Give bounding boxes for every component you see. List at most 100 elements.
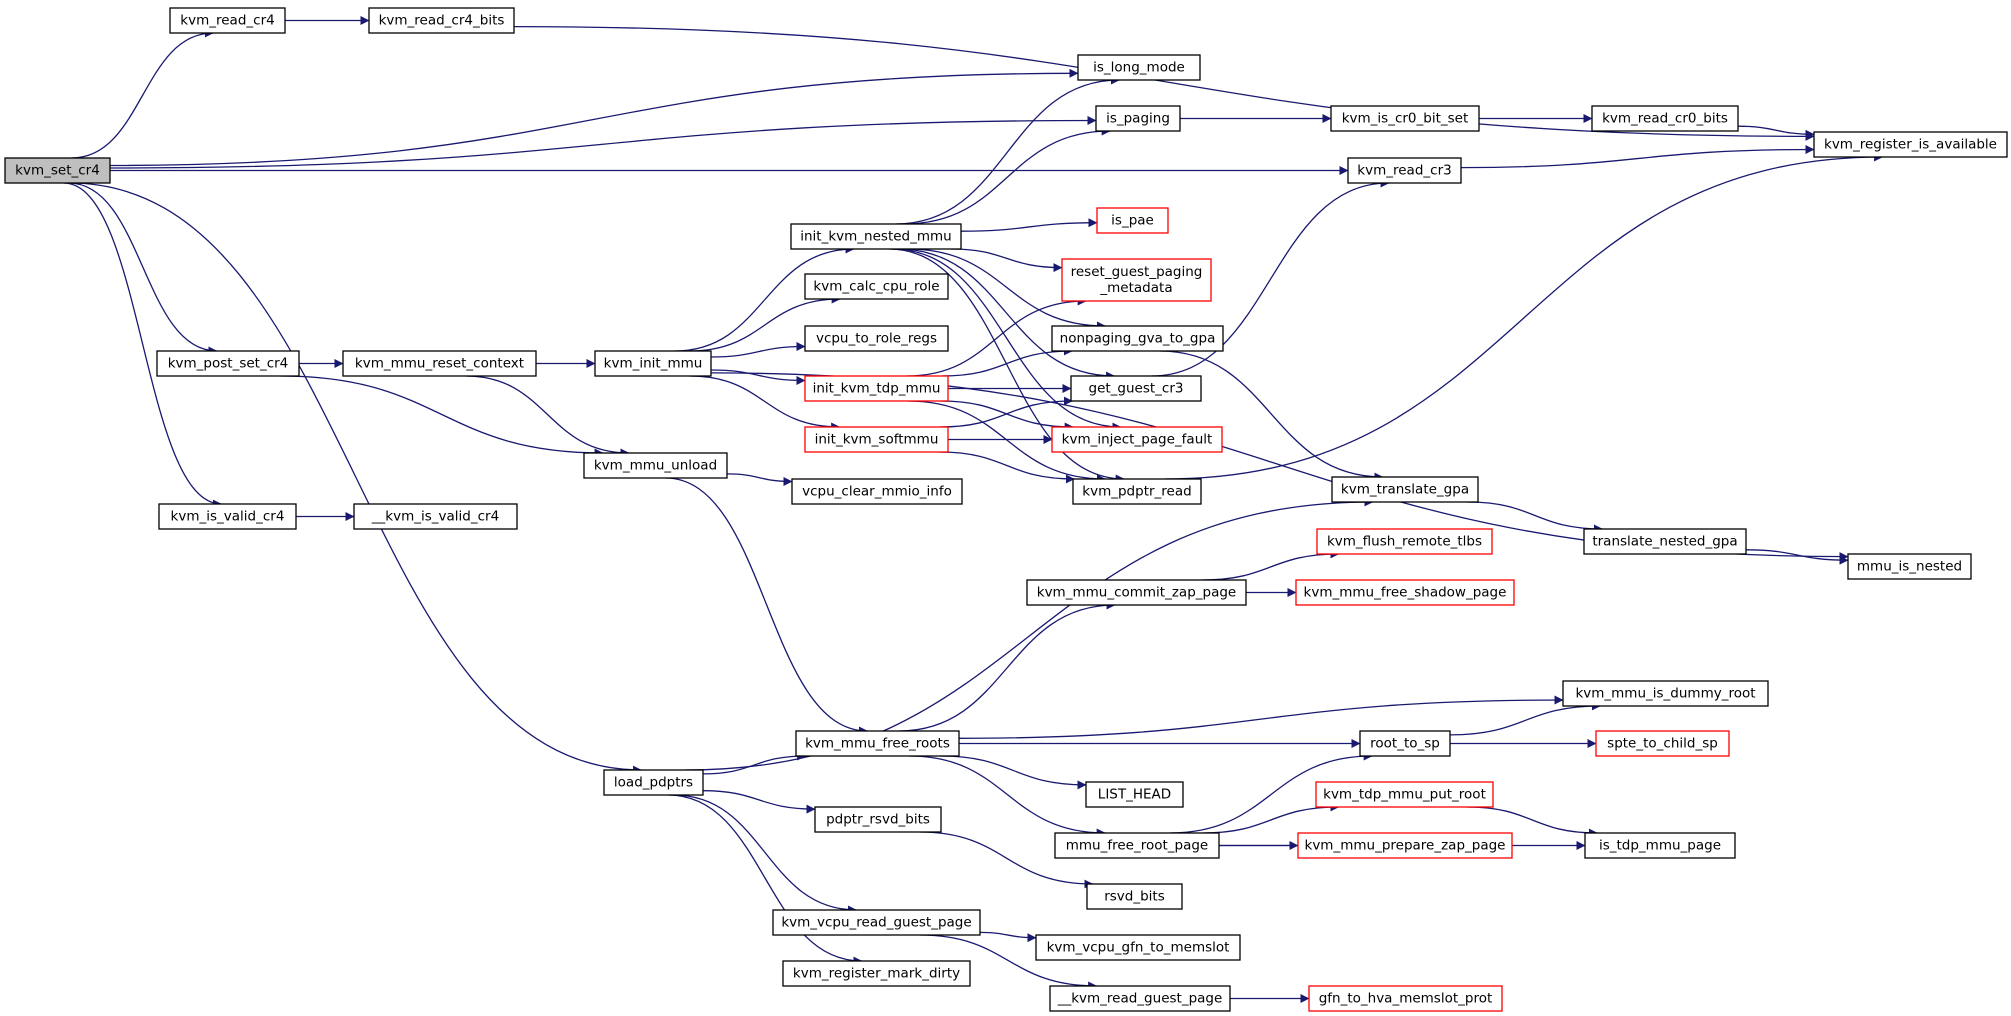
node-kvm_mmu_free_shadow_page[interactable]: kvm_mmu_free_shadow_page	[1295, 579, 1515, 606]
node-label-kvm_read_cr0_bits: kvm_read_cr0_bits	[1602, 111, 1728, 127]
node-box-kvm_flush_remote_tlbs	[1316, 528, 1493, 555]
node-LIST_HEAD[interactable]: LIST_HEAD	[1085, 781, 1184, 808]
node-box-kvm_read_cr4	[169, 7, 286, 34]
node-label-kvm_mmu_free_shadow_page: kvm_mmu_free_shadow_page	[1304, 585, 1507, 601]
node-root_to_sp[interactable]: root_to_sp	[1359, 730, 1451, 757]
node-kvm_tdp_mmu_put_root[interactable]: kvm_tdp_mmu_put_root	[1315, 781, 1494, 808]
node-vcpu_clear_mmio_info[interactable]: vcpu_clear_mmio_info	[791, 478, 963, 505]
node-is_paging[interactable]: is_paging	[1095, 105, 1181, 132]
node-box-kvm_pdptr_read	[1072, 478, 1202, 505]
node-kvm_inject_page_fault[interactable]: kvm_inject_page_fault	[1051, 426, 1223, 453]
node-gfn_to_hva_memslot_prot[interactable]: gfn_to_hva_memslot_prot	[1308, 985, 1503, 1012]
edge-kvm_set_cr4-to-kvm_read_cr4	[71, 28, 214, 159]
node-pdptr_rsvd_bits[interactable]: pdptr_rsvd_bits	[814, 806, 942, 833]
node-kvm_read_cr3[interactable]: kvm_read_cr3	[1347, 157, 1462, 184]
edge-kvm_set_cr4-to-is_paging	[109, 116, 1097, 169]
node-box-kvm_mmu_reset_context	[342, 350, 537, 377]
node-box-kvm_register_mark_dirty	[782, 960, 971, 987]
node-mmu_is_nested[interactable]: mmu_is_nested	[1847, 553, 1972, 580]
node-init_kvm_tdp_mmu[interactable]: init_kvm_tdp_mmu	[804, 375, 949, 402]
node-kvm_mmu_free_roots[interactable]: kvm_mmu_free_roots	[795, 730, 960, 757]
node-kvm_register_is_available[interactable]: kvm_register_is_available	[1813, 131, 2008, 158]
node-box-kvm_is_cr0_bit_set	[1330, 105, 1480, 132]
node-box-kvm_mmu_free_shadow_page	[1295, 579, 1515, 606]
edge-kvm_mmu_free_roots-to-LIST_HEAD	[940, 755, 1087, 790]
node-kvm_set_cr4[interactable]: kvm_set_cr4	[4, 157, 111, 184]
node-label-spte_to_child_sp: spte_to_child_sp	[1607, 736, 1718, 752]
node-__kvm_read_guest_page[interactable]: __kvm_read_guest_page	[1049, 985, 1231, 1012]
node-kvm_is_valid_cr4[interactable]: kvm_is_valid_cr4	[158, 503, 297, 530]
node-get_guest_cr3[interactable]: get_guest_cr3	[1070, 375, 1202, 402]
node-kvm_mmu_reset_context[interactable]: kvm_mmu_reset_context	[342, 350, 537, 377]
node-nonpaging_gva_to_gpa[interactable]: nonpaging_gva_to_gpa	[1051, 325, 1224, 352]
edge-load_pdptrs-to-kvm_translate_gpa	[685, 497, 1374, 771]
node-spte_to_child_sp[interactable]: spte_to_child_sp	[1595, 730, 1730, 757]
node-box-kvm_mmu_prepare_zap_page	[1297, 832, 1513, 859]
edge-init_kvm_nested_mmu-to-nonpaging_gva_to_gpa	[907, 248, 1106, 331]
node-kvm_mmu_commit_zap_page[interactable]: kvm_mmu_commit_zap_page	[1026, 579, 1247, 606]
node-box-kvm_tdp_mmu_put_root	[1315, 781, 1494, 808]
edge-kvm_init_mmu-to-init_kvm_tdp_mmu	[710, 369, 806, 385]
node-label-is_paging: is_paging	[1106, 111, 1170, 127]
edge-kvm_set_cr4-to-kvm_post_set_cr4	[68, 182, 218, 356]
node-kvm_vcpu_gfn_to_memslot[interactable]: kvm_vcpu_gfn_to_memslot	[1035, 934, 1241, 961]
node-box-kvm_register_is_available	[1813, 131, 2008, 158]
node-label-LIST_HEAD: LIST_HEAD	[1098, 787, 1171, 803]
node-box-kvm_read_cr4_bits	[368, 7, 515, 34]
node-mmu_free_root_page[interactable]: mmu_free_root_page	[1054, 832, 1220, 859]
node-label-kvm_translate_gpa: kvm_translate_gpa	[1341, 482, 1469, 498]
node-kvm_pdptr_read[interactable]: kvm_pdptr_read	[1072, 478, 1202, 505]
node-box-kvm_mmu_free_roots	[795, 730, 960, 757]
node-kvm_post_set_cr4[interactable]: kvm_post_set_cr4	[156, 350, 300, 377]
node-kvm_init_mmu[interactable]: kvm_init_mmu	[594, 350, 712, 377]
node-box-kvm_translate_gpa	[1331, 476, 1479, 503]
node-kvm_read_cr0_bits[interactable]: kvm_read_cr0_bits	[1591, 105, 1739, 132]
node-init_kvm_softmmu[interactable]: init_kvm_softmmu	[804, 426, 949, 453]
node-box-spte_to_child_sp	[1595, 730, 1730, 757]
node-is_tdp_mmu_page[interactable]: is_tdp_mmu_page	[1584, 832, 1736, 859]
node-reset_guest_paging_metadata[interactable]: reset_guest_paging_metadata	[1061, 258, 1212, 302]
node-kvm_translate_gpa[interactable]: kvm_translate_gpa	[1331, 476, 1479, 503]
node-box-is_paging	[1095, 105, 1181, 132]
node-label-kvm_mmu_prepare_zap_page: kvm_mmu_prepare_zap_page	[1305, 838, 1506, 854]
node-init_kvm_nested_mmu[interactable]: init_kvm_nested_mmu	[790, 223, 962, 250]
node-label-kvm_mmu_unload: kvm_mmu_unload	[594, 458, 717, 474]
edge-init_kvm_nested_mmu-to-kvm_inject_page_fault	[892, 248, 1122, 432]
node-kvm_flush_remote_tlbs[interactable]: kvm_flush_remote_tlbs	[1316, 528, 1493, 555]
edge-kvm_mmu_free_roots-to-kvm_mmu_is_dummy_root	[958, 695, 1564, 739]
node-box-is_pae	[1096, 207, 1169, 234]
edge-kvm_set_cr4-to-is_long_mode	[109, 68, 1079, 167]
node-kvm_mmu_is_dummy_root[interactable]: kvm_mmu_is_dummy_root	[1562, 680, 1769, 707]
node-translate_nested_gpa[interactable]: translate_nested_gpa	[1583, 528, 1747, 555]
node-label-kvm_register_mark_dirty: kvm_register_mark_dirty	[793, 966, 960, 982]
edge-kvm_init_mmu-to-init_kvm_softmmu	[689, 375, 841, 432]
node-kvm_is_cr0_bit_set[interactable]: kvm_is_cr0_bit_set	[1330, 105, 1480, 132]
node-box-kvm_vcpu_gfn_to_memslot	[1035, 934, 1241, 961]
node-is_long_mode[interactable]: is_long_mode	[1077, 54, 1201, 81]
node-label-kvm_mmu_is_dummy_root: kvm_mmu_is_dummy_root	[1575, 686, 1755, 702]
node-box-load_pdptrs	[603, 769, 704, 796]
node-is_pae[interactable]: is_pae	[1096, 207, 1169, 234]
node-label-rsvd_bits: rsvd_bits	[1104, 889, 1165, 905]
node-kvm_read_cr4[interactable]: kvm_read_cr4	[169, 7, 286, 34]
node-__kvm_is_valid_cr4[interactable]: __kvm_is_valid_cr4	[353, 503, 518, 530]
node-label-load_pdptrs: load_pdptrs	[614, 775, 693, 791]
node-kvm_mmu_unload[interactable]: kvm_mmu_unload	[583, 452, 728, 479]
node-rsvd_bits[interactable]: rsvd_bits	[1086, 883, 1183, 910]
node-vcpu_to_role_regs[interactable]: vcpu_to_role_regs	[804, 325, 949, 352]
node-label-kvm_mmu_commit_zap_page: kvm_mmu_commit_zap_page	[1037, 585, 1237, 601]
node-label-is_pae: is_pae	[1111, 213, 1154, 229]
node-kvm_vcpu_read_guest_page[interactable]: kvm_vcpu_read_guest_page	[772, 909, 981, 936]
node-kvm_register_mark_dirty[interactable]: kvm_register_mark_dirty	[782, 960, 971, 987]
node-kvm_mmu_prepare_zap_page[interactable]: kvm_mmu_prepare_zap_page	[1297, 832, 1513, 859]
node-kvm_read_cr4_bits[interactable]: kvm_read_cr4_bits	[368, 7, 515, 34]
node-label-init_kvm_nested_mmu: init_kvm_nested_mmu	[800, 229, 951, 245]
node-box-reset_guest_paging_metadata	[1061, 258, 1212, 302]
node-box-__kvm_read_guest_page	[1049, 985, 1231, 1012]
node-load_pdptrs[interactable]: load_pdptrs	[603, 769, 704, 796]
node-label-gfn_to_hva_memslot_prot: gfn_to_hva_memslot_prot	[1319, 991, 1493, 1007]
node-box-init_kvm_softmmu	[804, 426, 949, 453]
node-kvm_calc_cpu_role[interactable]: kvm_calc_cpu_role	[804, 273, 949, 300]
edge-pdptr_rsvd_bits-to-rsvd_bits	[919, 831, 1094, 889]
node-label-kvm_read_cr3: kvm_read_cr3	[1357, 163, 1451, 179]
